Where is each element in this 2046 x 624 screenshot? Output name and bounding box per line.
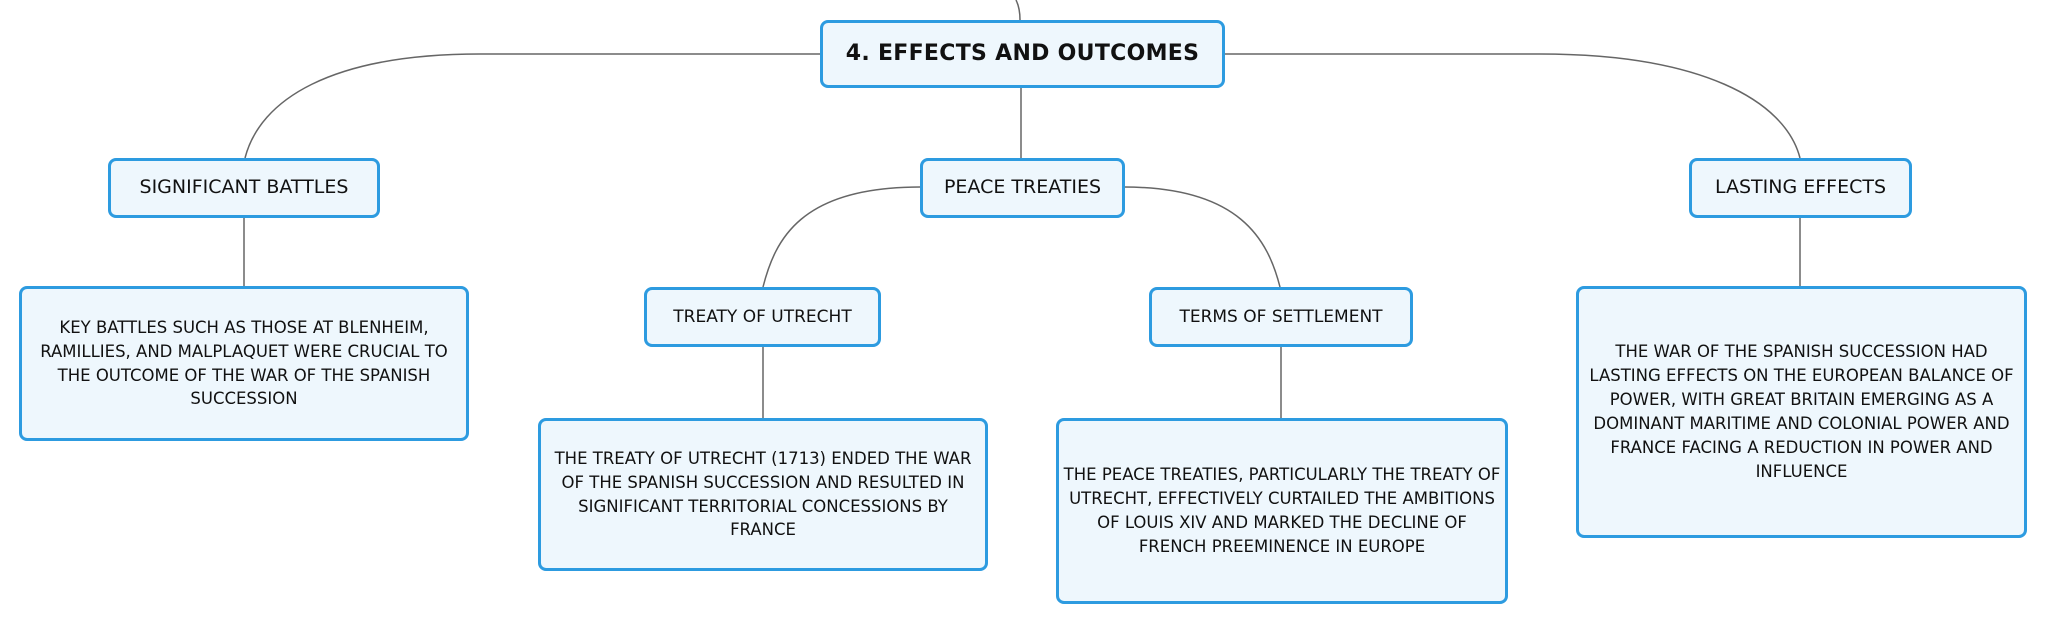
- branch-lasting-effects-label: LASTING EFFECTS: [1714, 176, 1887, 199]
- connector-root-battles: [244, 53, 820, 159]
- subtopic-treaty-of-utrecht-label: TREATY OF UTRECHT: [673, 306, 852, 327]
- branch-lasting-effects[interactable]: LASTING EFFECTS: [1689, 158, 1912, 218]
- subtopic-terms-of-settlement-label: TERMS OF SETTLEMENT: [1179, 306, 1383, 327]
- branch-peace-treaties-label: PEACE TREATIES: [943, 176, 1102, 199]
- detail-lasting-effects[interactable]: THE WAR OF THE SPANISH SUCCESSION HAD LA…: [1576, 286, 2027, 538]
- detail-significant-battles[interactable]: KEY BATTLES SUCH AS THOSE AT BLENHEIM, R…: [19, 286, 469, 441]
- detail-terms-of-settlement-text: THE PEACE TREATIES, PARTICULARLY THE TRE…: [1063, 465, 1501, 556]
- subtopic-terms-of-settlement[interactable]: TERMS OF SETTLEMENT: [1149, 287, 1413, 347]
- detail-treaty-of-utrecht-text: THE TREATY OF UTRECHT (1713) ENDED THE W…: [554, 448, 972, 540]
- detail-treaty-of-utrecht[interactable]: THE TREATY OF UTRECHT (1713) ENDED THE W…: [538, 418, 988, 571]
- root-node[interactable]: 4. EFFECTS AND OUTCOMES: [820, 20, 1225, 88]
- branch-peace-treaties[interactable]: PEACE TREATIES: [920, 158, 1125, 218]
- branch-significant-battles-label: SIGNIFICANT BATTLES: [139, 176, 349, 199]
- connector-root-lasting: [1225, 53, 1801, 159]
- root-node-label: 4. EFFECTS AND OUTCOMES: [845, 41, 1200, 67]
- connector-treaties-settlement: [1123, 186, 1281, 288]
- detail-terms-of-settlement[interactable]: THE PEACE TREATIES, PARTICULARLY THE TRE…: [1056, 418, 1508, 604]
- branch-significant-battles[interactable]: SIGNIFICANT BATTLES: [108, 158, 380, 218]
- detail-lasting-effects-text: THE WAR OF THE SPANISH SUCCESSION HAD LA…: [1589, 342, 2014, 481]
- subtopic-treaty-of-utrecht[interactable]: TREATY OF UTRECHT: [644, 287, 881, 347]
- parent-connector: [1015, 0, 1021, 21]
- connector-treaties-utrecht: [762, 186, 921, 288]
- detail-significant-battles-text: KEY BATTLES SUCH AS THOSE AT BLENHEIM, R…: [40, 317, 448, 409]
